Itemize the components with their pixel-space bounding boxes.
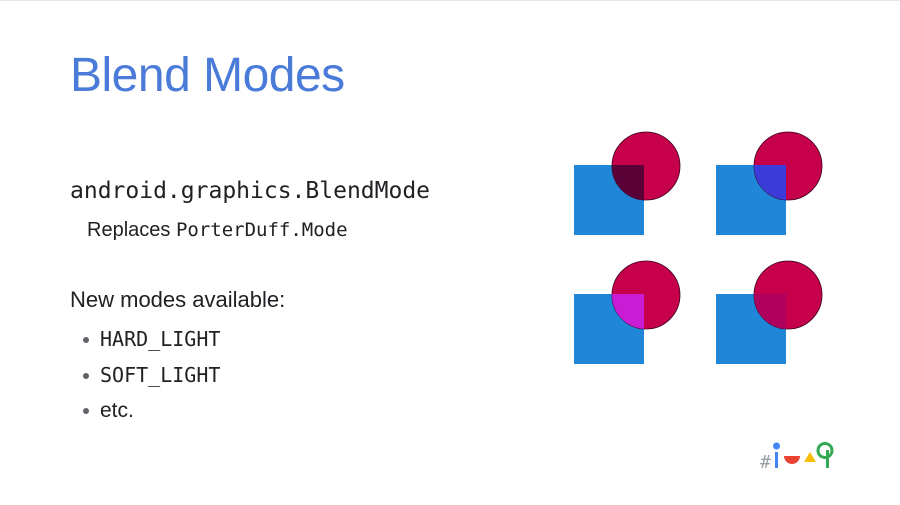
logo-i-stem — [775, 452, 778, 468]
new-modes-heading: New modes available: — [70, 287, 286, 312]
logo-9-stem — [826, 450, 829, 468]
top-divider — [0, 0, 900, 1]
logo-i-dot — [773, 442, 780, 450]
bullet-icon — [83, 407, 89, 414]
hash-glyph: # — [760, 452, 771, 472]
blend-example-4 — [716, 260, 823, 364]
list-item: SOFT_LIGHT — [83, 359, 220, 395]
slide-title: Blend Modes — [70, 49, 345, 102]
overlap-region — [611, 165, 644, 200]
replaced-class-name: PorterDuff.Mode — [175, 219, 348, 241]
overlap-region — [611, 294, 644, 329]
bullet-icon — [83, 372, 89, 379]
blend-example-1 — [574, 131, 681, 235]
overlap-region — [753, 294, 786, 329]
mode-name: SOFT_LIGHT — [100, 363, 221, 387]
blend-mode-illustration — [574, 131, 823, 364]
mode-name: HARD_LIGHT — [100, 327, 221, 351]
mode-name: etc. — [100, 399, 134, 422]
logo-o-shape — [784, 456, 800, 464]
google-io-logo: # — [760, 442, 834, 472]
list-item: HARD_LIGHT — [83, 323, 220, 359]
replaces-line: Replaces PorterDuff.Mode — [87, 219, 348, 242]
blend-example-2 — [716, 131, 823, 235]
modes-list: HARD_LIGHT SOFT_LIGHT etc. — [83, 323, 220, 431]
api-class-name: android.graphics.BlendMode — [70, 178, 431, 204]
replaces-label: Replaces — [87, 219, 171, 241]
logo-9-shape — [816, 442, 834, 459]
overlap-region — [753, 165, 786, 200]
logo-1-shape — [804, 452, 816, 462]
blend-example-3 — [574, 260, 681, 364]
bullet-icon — [83, 336, 89, 343]
list-item: etc. — [83, 395, 220, 431]
